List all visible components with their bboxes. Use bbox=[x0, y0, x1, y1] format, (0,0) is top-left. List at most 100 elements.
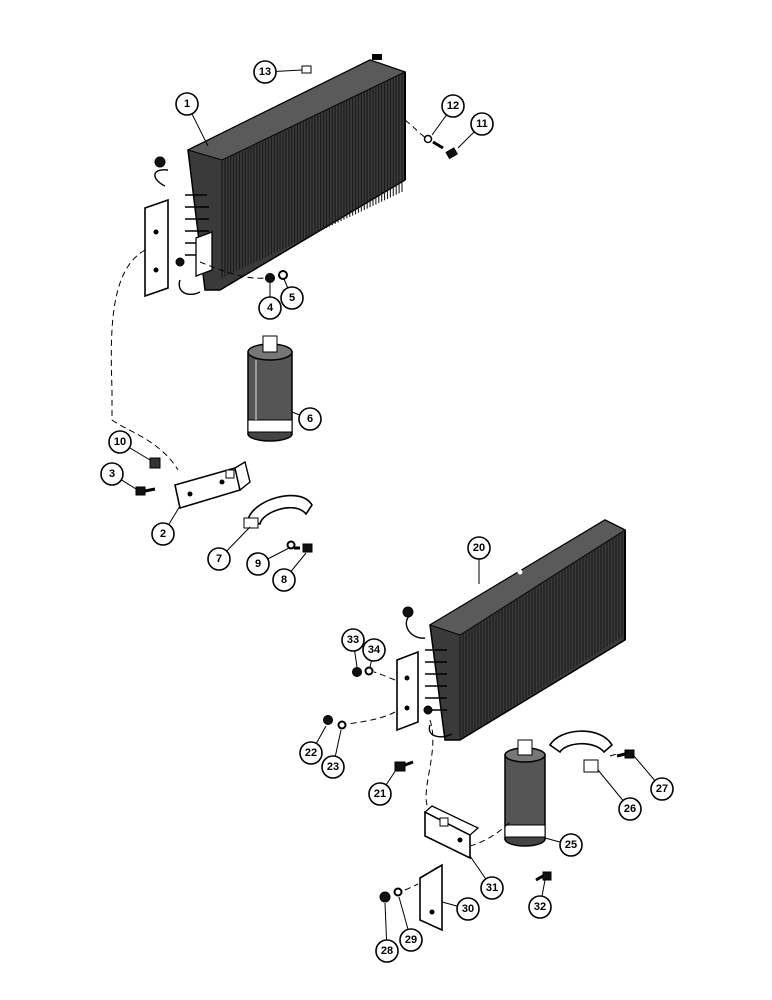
callout-circle bbox=[441, 94, 465, 118]
callout-number: 7 bbox=[216, 553, 222, 565]
callout-30: 30 bbox=[441, 897, 480, 921]
callout-number: 33 bbox=[347, 634, 359, 646]
callout-number: 9 bbox=[255, 558, 261, 570]
callout-33: 33 bbox=[341, 628, 365, 668]
callout-number: 8 bbox=[281, 574, 287, 586]
callout-10: 10 bbox=[108, 430, 151, 461]
clip-nut-13 bbox=[301, 65, 312, 74]
callout-number: 5 bbox=[289, 292, 295, 304]
callout-circle bbox=[299, 741, 323, 765]
callout-circle bbox=[108, 430, 132, 454]
callout-11: 11 bbox=[457, 112, 494, 149]
callout-28: 28 bbox=[375, 902, 399, 963]
receiver-dryer-6 bbox=[247, 335, 293, 442]
nut-22 bbox=[323, 715, 333, 725]
washer-12 bbox=[423, 134, 433, 144]
callout-number: 31 bbox=[486, 882, 498, 894]
callout-circle bbox=[298, 407, 322, 431]
callout-circle bbox=[618, 797, 642, 821]
lower-condenser-assembly bbox=[323, 519, 635, 932]
callout-12: 12 bbox=[431, 94, 465, 136]
callout-circle bbox=[456, 897, 480, 921]
callout-32: 32 bbox=[528, 879, 552, 919]
callout-circle bbox=[480, 876, 504, 900]
callout-circle bbox=[559, 833, 583, 857]
callout-13: 13 bbox=[253, 60, 303, 84]
bracket-2 bbox=[174, 460, 251, 510]
callout-7: 7 bbox=[207, 526, 251, 571]
callout-circle bbox=[362, 638, 386, 662]
callout-number: 29 bbox=[405, 934, 417, 946]
callout-number: 30 bbox=[462, 903, 474, 915]
condenser-core-lower bbox=[428, 519, 627, 741]
callout-circle bbox=[207, 547, 231, 571]
callout-31: 31 bbox=[469, 855, 504, 900]
callout-circle bbox=[100, 462, 124, 486]
nut-4 bbox=[265, 273, 275, 283]
bolt-3 bbox=[135, 486, 156, 496]
callout-25: 25 bbox=[544, 833, 583, 857]
callout-1: 1 bbox=[175, 92, 209, 147]
washer-29 bbox=[393, 887, 403, 897]
callout-number: 28 bbox=[381, 945, 393, 957]
washer-5 bbox=[278, 270, 288, 280]
callout-2: 2 bbox=[151, 505, 181, 546]
nut-28 bbox=[379, 891, 391, 903]
cooling-fins-lower bbox=[459, 532, 623, 740]
side-plate-upper bbox=[144, 198, 169, 298]
lower-tab-upper bbox=[195, 231, 213, 277]
callout-circle bbox=[280, 286, 304, 310]
assembly-path-upper bbox=[110, 249, 179, 471]
callout-circle bbox=[467, 536, 491, 560]
callout-number: 6 bbox=[307, 413, 313, 425]
bolt-11 bbox=[432, 140, 459, 160]
washer-9 bbox=[286, 540, 296, 550]
bracket-31 bbox=[423, 805, 480, 860]
callout-number: 32 bbox=[534, 901, 546, 913]
washer-23 bbox=[337, 720, 347, 730]
callout-8: 8 bbox=[272, 552, 307, 592]
bolt-21 bbox=[394, 760, 414, 772]
header-tubes-lower bbox=[402, 606, 453, 738]
callout-number: 10 bbox=[114, 436, 126, 448]
cooling-fins-upper bbox=[221, 74, 403, 278]
callout-number: 1 bbox=[184, 98, 190, 110]
side-plate-lower bbox=[396, 650, 419, 732]
callout-circle bbox=[650, 777, 674, 801]
callout-9: 9 bbox=[246, 547, 290, 576]
bracket-30 bbox=[419, 863, 443, 932]
callout-23: 23 bbox=[321, 729, 345, 779]
top-tab-upper bbox=[372, 54, 382, 60]
callout-number: 2 bbox=[160, 528, 166, 540]
callout-circle bbox=[258, 296, 282, 320]
callout-number: 22 bbox=[305, 747, 317, 759]
callout-29: 29 bbox=[398, 896, 423, 952]
bolt-27 bbox=[616, 749, 635, 759]
callout-circle bbox=[151, 522, 175, 546]
callout-circle bbox=[470, 112, 494, 136]
callout-circle bbox=[528, 895, 552, 919]
callout-34: 34 bbox=[362, 638, 386, 668]
callout-number: 11 bbox=[476, 118, 488, 130]
callout-26: 26 bbox=[597, 769, 642, 821]
strap-26 bbox=[548, 730, 614, 754]
callout-circle bbox=[399, 928, 423, 952]
callout-22: 22 bbox=[299, 725, 327, 765]
callout-circle bbox=[246, 552, 270, 576]
callout-circle bbox=[175, 92, 199, 116]
callout-number: 25 bbox=[565, 839, 577, 851]
upper-condenser-assembly bbox=[110, 54, 459, 553]
callout-circle bbox=[321, 755, 345, 779]
receiver-dryer-25 bbox=[504, 739, 546, 847]
clip-nut-10 bbox=[149, 457, 161, 469]
callout-number: 26 bbox=[624, 803, 636, 815]
callout-number: 20 bbox=[473, 542, 485, 554]
callout-circle bbox=[368, 782, 392, 806]
callout-4: 4 bbox=[258, 283, 282, 320]
callout-3: 3 bbox=[100, 462, 137, 490]
callout-27: 27 bbox=[633, 755, 674, 801]
bolt-8 bbox=[294, 543, 313, 553]
callout-circle bbox=[253, 60, 277, 84]
callout-number: 4 bbox=[267, 302, 274, 314]
